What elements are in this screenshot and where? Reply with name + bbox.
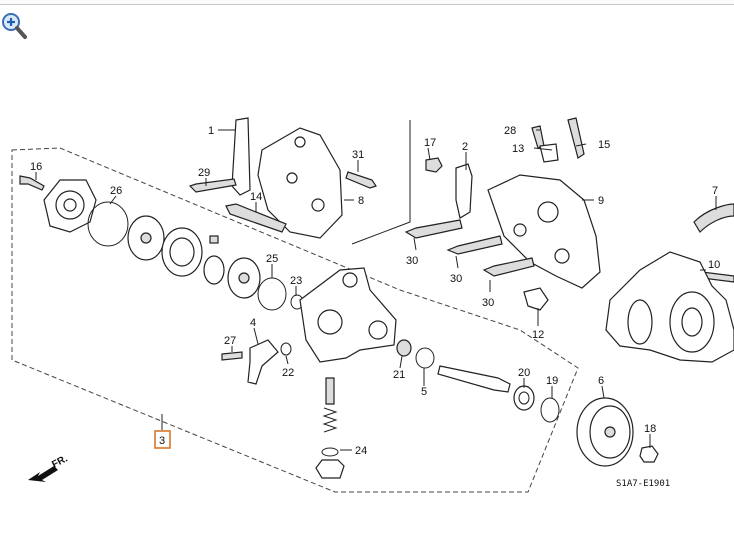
callout-27: 27	[224, 335, 236, 347]
callout-31: 31	[352, 149, 364, 161]
callout-30-c: 30	[482, 297, 494, 309]
valve-spring[interactable]	[322, 407, 338, 433]
part-18-nut[interactable]	[639, 445, 659, 463]
part-13-bracket[interactable]	[539, 143, 559, 163]
part-30-bolt-c[interactable]	[482, 257, 535, 277]
callout-30-b: 30	[450, 273, 462, 285]
assembly-boundary	[11, 147, 579, 493]
callout-7: 7	[712, 185, 718, 197]
callout-29: 29	[198, 167, 210, 179]
valve-cap-bolt[interactable]	[315, 459, 345, 479]
vane-rotor[interactable]	[203, 255, 225, 285]
part-7-belt[interactable]	[693, 203, 734, 233]
part-15-bolt[interactable]	[567, 117, 585, 159]
callout-23: 23	[290, 275, 302, 287]
part-4-inlet-fitting[interactable]	[247, 339, 279, 385]
part-16-bolt[interactable]	[19, 175, 45, 191]
zoom-in-icon[interactable]	[0, 8, 28, 42]
callout-22: 22	[282, 367, 294, 379]
part-19-snap-ring[interactable]	[540, 397, 560, 423]
callout-5: 5	[421, 386, 427, 398]
part-17-nut[interactable]	[425, 157, 443, 173]
part-25-o-ring[interactable]	[257, 277, 287, 311]
part-12-clamp[interactable]	[523, 287, 549, 311]
callout-25: 25	[266, 253, 278, 265]
drawing-code: S1A7-E1901	[616, 479, 670, 489]
callout-18: 18	[644, 423, 656, 435]
callout-28: 28	[504, 125, 516, 137]
callout-16: 16	[30, 161, 42, 173]
callout-30-a: 30	[406, 255, 418, 267]
part-21-oil-seal[interactable]	[396, 339, 412, 357]
callout-8: 8	[358, 195, 364, 207]
leader-lines	[35, 129, 717, 451]
part-9-mounting-bracket[interactable]	[487, 174, 601, 289]
part-2-bracket[interactable]	[455, 163, 473, 219]
part-30-bolt-a[interactable]	[404, 219, 463, 239]
part-28-bolt[interactable]	[531, 125, 545, 149]
part-20-bearing[interactable]	[513, 385, 535, 411]
callout-26: 26	[110, 185, 122, 197]
part-27-bolt[interactable]	[221, 351, 243, 361]
callout-21: 21	[393, 369, 405, 381]
callout-10: 10	[708, 259, 720, 271]
callout-12: 12	[532, 329, 544, 341]
part-30-bolt-b[interactable]	[446, 235, 503, 255]
callout-15: 15	[598, 139, 610, 151]
part-22-ring[interactable]	[280, 342, 292, 356]
part-5-ring[interactable]	[415, 347, 435, 369]
front-direction-arrow-icon	[28, 466, 58, 482]
callout-13: 13	[512, 143, 524, 155]
part-24-o-ring[interactable]	[321, 447, 339, 457]
callout-1: 1	[208, 125, 214, 137]
callout-2: 2	[462, 141, 468, 153]
front-direction-label: FR.	[50, 453, 70, 470]
flow-control-valve[interactable]	[325, 377, 335, 405]
callout-6: 6	[598, 375, 604, 387]
callout-14: 14	[250, 191, 262, 203]
callout-24: 24	[355, 445, 367, 457]
part-29-bolt[interactable]	[188, 178, 237, 193]
callout-3-highlight[interactable]	[154, 430, 171, 449]
cover-gasket[interactable]	[87, 201, 129, 247]
bracket-divider-line	[351, 120, 411, 245]
part-14-stud[interactable]	[225, 203, 287, 233]
callout-9: 9	[598, 195, 604, 207]
part-1-arm[interactable]	[231, 117, 251, 196]
part-31-bolt[interactable]	[345, 171, 377, 189]
vane[interactable]	[209, 235, 219, 244]
window-top-border	[0, 0, 734, 5]
callout-3: 3	[159, 435, 165, 447]
pump-body[interactable]	[299, 267, 397, 363]
callout-20: 20	[518, 367, 530, 379]
callout-19: 19	[546, 375, 558, 387]
callout-17: 17	[424, 137, 436, 149]
pump-shaft[interactable]	[437, 365, 511, 393]
callout-4: 4	[250, 317, 256, 329]
